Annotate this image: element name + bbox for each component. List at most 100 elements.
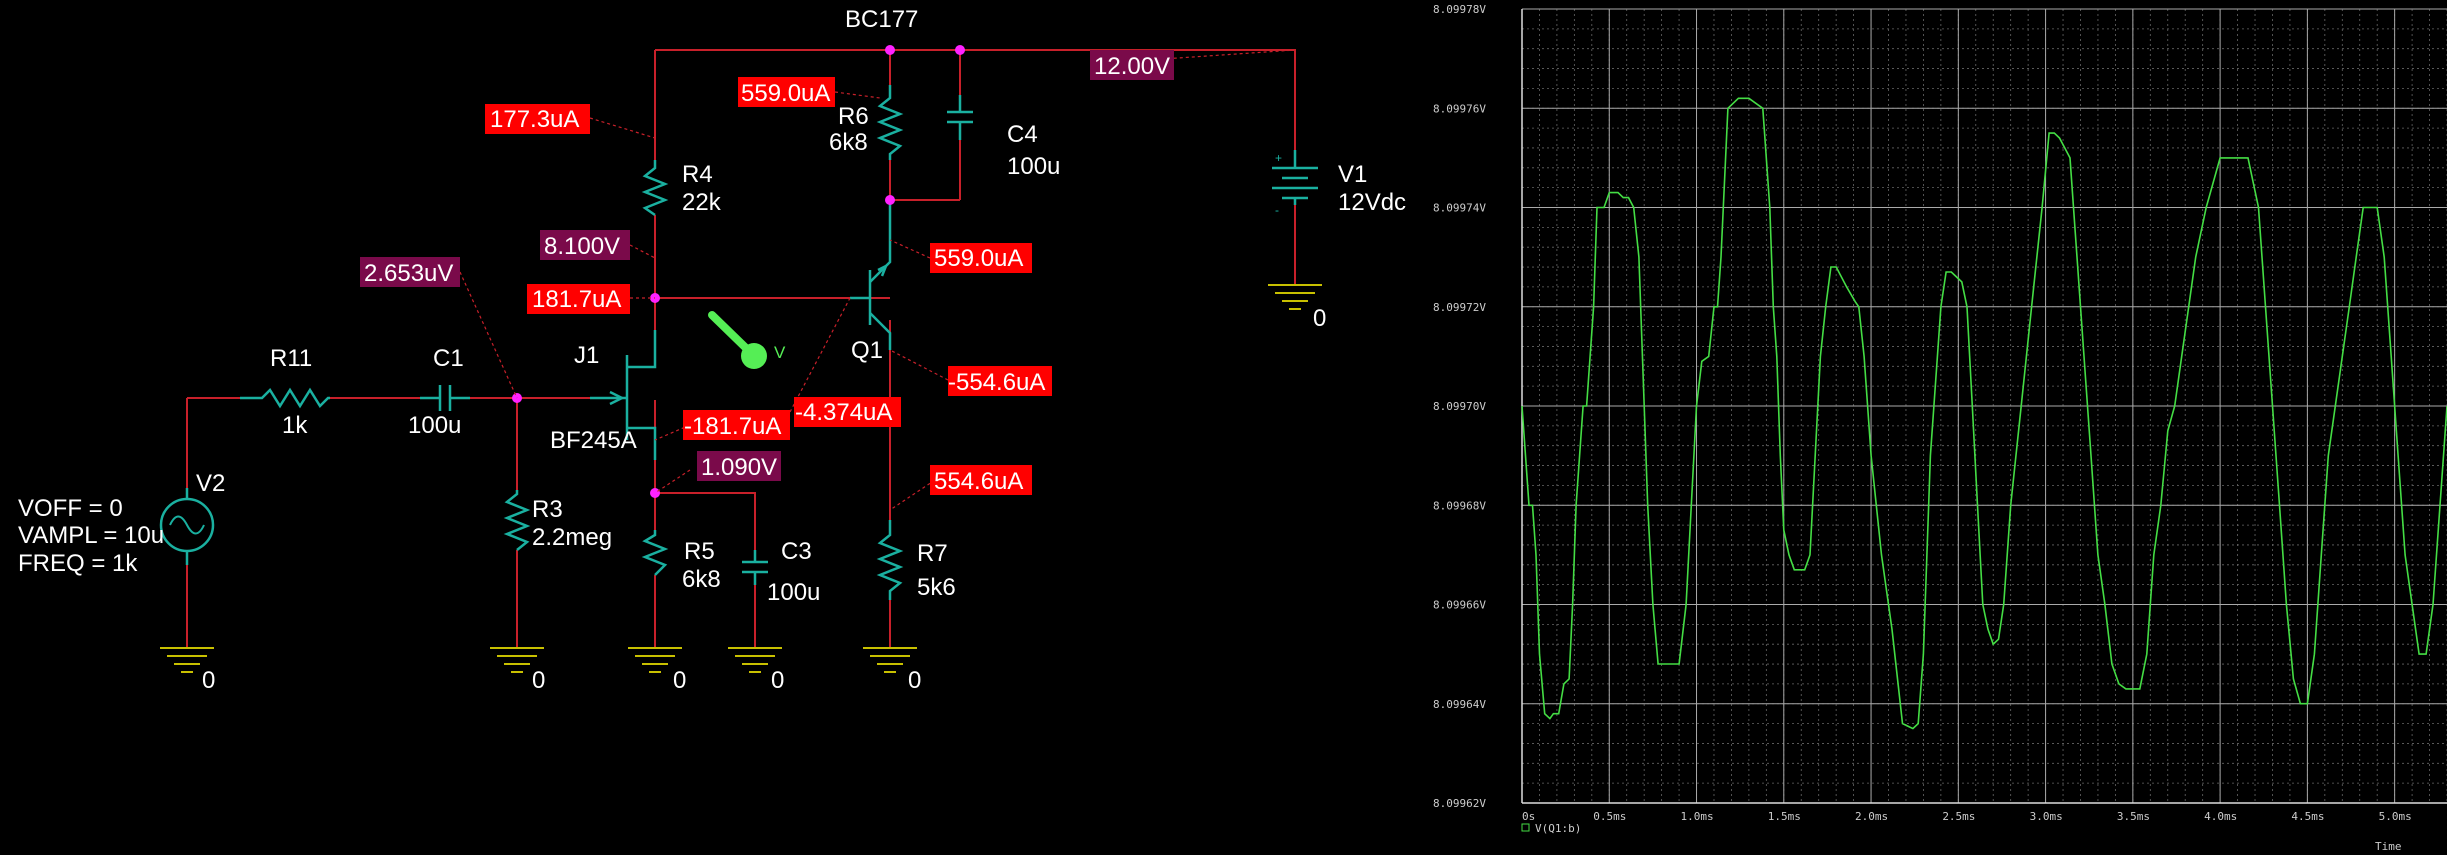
label-ground-r3: 0 <box>532 667 545 694</box>
capacitors <box>420 95 973 585</box>
label-r6-value: 6k8 <box>829 129 868 156</box>
battery-minus-sign: - <box>1275 203 1279 217</box>
battery-v1 <box>1272 150 1318 205</box>
label-v2-name: V2 <box>196 470 225 497</box>
label-ground-v1: 0 <box>1313 305 1326 332</box>
plot-background <box>1425 0 2447 855</box>
x-tick-label: 0s <box>1522 810 1535 823</box>
label-r3-name: R3 <box>532 496 563 523</box>
ground-symbol <box>863 647 917 673</box>
label-r7-value: 5k6 <box>917 574 956 601</box>
x-tick-label: 0.5ms <box>1593 810 1626 823</box>
label-r6-name: R6 <box>838 103 869 130</box>
y-tick-label: 8.09978V <box>1433 3 1486 16</box>
x-tick-label: 4.0ms <box>2204 810 2237 823</box>
trace-group <box>1521 97 2447 730</box>
tag-v-src: 1.090V <box>697 451 781 481</box>
svg-text:12.00V: 12.00V <box>1094 53 1170 80</box>
tag-i-q1e: 559.0uA <box>930 243 1032 273</box>
x-tick-label: 3.0ms <box>2030 810 2063 823</box>
resistor-r4 <box>641 160 669 217</box>
svg-text:559.0uA: 559.0uA <box>741 80 830 107</box>
capacitor-c4 <box>947 95 973 140</box>
voltage-probe[interactable] <box>708 311 767 369</box>
transistor-q1 <box>850 200 892 350</box>
plot-grid <box>1521 8 2447 804</box>
x-tick-label: 3.5ms <box>2117 810 2150 823</box>
y-tick-label: 8.09964V <box>1433 698 1486 711</box>
leaders <box>459 49 1296 511</box>
label-c1-value: 100u <box>408 412 461 439</box>
x-tick-label: 1.0ms <box>1681 810 1714 823</box>
label-r11-value: 1k <box>282 412 308 439</box>
y-tick-label: 8.09972V <box>1433 301 1486 314</box>
resistor-r7 <box>876 520 904 600</box>
svg-text:559.0uA: 559.0uA <box>934 245 1023 272</box>
label-j1-model: BF245A <box>550 427 637 454</box>
ground-symbol <box>1268 284 1322 310</box>
label-v2-vampl: VAMPL = 10u <box>18 522 164 549</box>
label-r5-name: R5 <box>684 538 715 565</box>
ground-symbol <box>628 647 682 673</box>
label-v2-voff: VOFF = 0 <box>18 495 123 522</box>
wires <box>186 49 1296 648</box>
nodes <box>512 45 965 498</box>
y-tick-label: 8.09974V <box>1433 202 1486 215</box>
svg-text:1.090V: 1.090V <box>701 454 777 481</box>
label-c1-name: C1 <box>433 345 464 372</box>
battery-plus-sign: + <box>1275 151 1282 165</box>
label-q1-name: Q1 <box>851 337 883 364</box>
x-axis-title: Time <box>2375 840 2402 853</box>
x-tick-label: 4.5ms <box>2291 810 2324 823</box>
label-v1-name: V1 <box>1338 161 1367 188</box>
tag-i-q1b: -4.374uA <box>794 397 901 427</box>
capacitor-c1 <box>420 385 470 411</box>
tag-i-j1src: -181.7uA <box>683 410 790 440</box>
resistors <box>240 85 904 600</box>
label-c3-value: 100u <box>767 579 820 606</box>
tag-v-q1base: 8.100V <box>540 230 630 260</box>
tag-i-q1c: -554.6uA <box>948 366 1052 396</box>
svg-text:-4.374uA: -4.374uA <box>795 399 892 426</box>
ground-symbol <box>160 647 214 673</box>
svg-text:2.653uV: 2.653uV <box>364 260 453 287</box>
label-r11-name: R11 <box>270 345 312 372</box>
label-r3-value: 2.2meg <box>532 524 612 551</box>
label-c4-name: C4 <box>1007 121 1038 148</box>
svg-text:-554.6uA: -554.6uA <box>948 369 1045 396</box>
label-ground-r5: 0 <box>673 667 686 694</box>
resistor-r5 <box>641 530 669 576</box>
tag-v-supply: 12.00V <box>1090 50 1174 80</box>
tag-i-r6: 559.0uA <box>738 77 835 107</box>
tag-i-r7: 554.6uA <box>930 465 1032 495</box>
x-tick-label: 5.0ms <box>2379 810 2412 823</box>
svg-text:181.7uA: 181.7uA <box>532 286 621 313</box>
x-tick-label: 2.0ms <box>1855 810 1888 823</box>
label-c3-name: C3 <box>781 538 812 565</box>
label-r7-name: R7 <box>917 540 948 567</box>
y-axis-ticks: 8.09962V8.09964V8.09966V8.09968V8.09970V… <box>1433 3 1486 810</box>
tag-v-gate: 2.653uV <box>360 257 460 287</box>
waveform-plot: 8.09962V8.09964V8.09966V8.09968V8.09970V… <box>1425 0 2447 855</box>
label-v2-freq: FREQ = 1k <box>18 550 138 577</box>
resistor-r6 <box>876 85 904 160</box>
sine-source-v2 <box>159 488 215 565</box>
svg-text:-181.7uA: -181.7uA <box>684 413 781 440</box>
legend-label: V(Q1:b) <box>1535 822 1581 835</box>
circuit-schematic: + - V BC177 R11 1k C1 <box>18 6 1406 694</box>
grounds <box>160 284 1322 673</box>
y-tick-label: 8.09962V <box>1433 797 1486 810</box>
jfet-j1 <box>590 330 657 460</box>
x-tick-label: 2.5ms <box>1942 810 1975 823</box>
capacitor-c3 <box>742 550 768 585</box>
label-ground-v2: 0 <box>202 667 215 694</box>
voltage-probe-label: V <box>774 343 786 362</box>
trace-line <box>1521 97 2447 730</box>
y-tick-label: 8.09966V <box>1433 599 1486 612</box>
resistor-r3 <box>503 490 531 551</box>
label-ground-r7: 0 <box>908 667 921 694</box>
label-r5-value: 6k8 <box>682 566 721 593</box>
svg-text:554.6uA: 554.6uA <box>934 468 1023 495</box>
label-c4-value: 100u <box>1007 153 1060 180</box>
